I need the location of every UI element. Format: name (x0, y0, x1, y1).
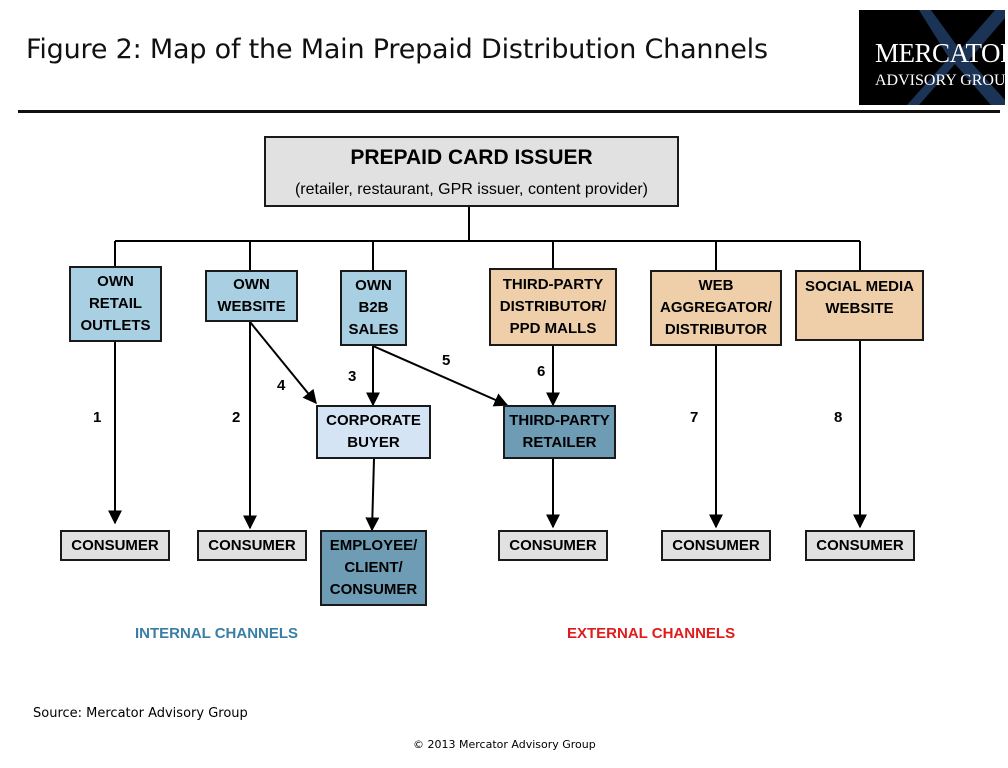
internal-channels-label: INTERNAL CHANNELS (135, 625, 299, 642)
consumer-box-2: CONSUMER (197, 530, 307, 561)
consumer-box-4: CONSUMER (661, 530, 771, 561)
logo-line2: Advisory Group (875, 72, 1005, 89)
channel-own-retail-outlets: OWN RETAIL OUTLETS (69, 266, 162, 342)
path-number-6: 6 (537, 363, 546, 380)
consumer-box-5: CONSUMER (805, 530, 915, 561)
corporate-buyer-box: CORPORATE BUYER (316, 405, 431, 459)
path-number-2: 2 (232, 409, 241, 426)
external-channels-label: EXTERNAL CHANNELS (567, 625, 736, 642)
path-number-5: 5 (442, 352, 451, 369)
consumer-box-1: CONSUMER (60, 530, 170, 561)
path-number-8: 8 (834, 409, 843, 426)
channel-social-media-website: SOCIAL MEDIA WEBSITE (795, 270, 924, 341)
title-divider (18, 110, 1000, 113)
issuer-heading: PREPAID CARD ISSUER (350, 146, 593, 169)
channel-web-aggregator: WEB AGGREGATOR/ DISTRIBUTOR (650, 270, 782, 346)
channel-own-website: OWN WEBSITE (205, 270, 298, 322)
copyright-note: © 2013 Mercator Advisory Group (413, 738, 596, 751)
employee-client-consumer-box: EMPLOYEE/ CLIENT/ CONSUMER (320, 530, 427, 606)
mercator-logo: Mercator Advisory Group (859, 10, 1005, 105)
issuer-subheading: (retailer, restaurant, GPR issuer, conte… (294, 181, 649, 198)
arrow-buyer-to-employee (365, 458, 380, 532)
logo-line1: Mercator (875, 38, 1005, 68)
logo-x-mark-icon (907, 10, 1005, 105)
consumer-box-3: CONSUMER (498, 530, 608, 561)
path-number-4: 4 (277, 377, 286, 394)
channel-own-b2b-sales: OWN B2B SALES (340, 270, 407, 346)
page-title: Figure 2: Map of the Main Prepaid Distri… (26, 34, 768, 65)
prepaid-card-issuer-box: PREPAID CARD ISSUER (retailer, restauran… (264, 136, 679, 207)
path-number-3: 3 (348, 368, 357, 385)
arrow-path-4 (249, 321, 317, 405)
third-party-retailer-box: THIRD-PARTY RETAILER (503, 405, 616, 459)
path-number-1: 1 (93, 409, 102, 426)
path-number-7: 7 (690, 409, 699, 426)
source-note: Source: Mercator Advisory Group (33, 706, 248, 721)
channel-third-party-distributor: THIRD-PARTY DISTRIBUTOR/ PPD MALLS (489, 268, 617, 346)
arrow-path-5 (372, 345, 509, 407)
